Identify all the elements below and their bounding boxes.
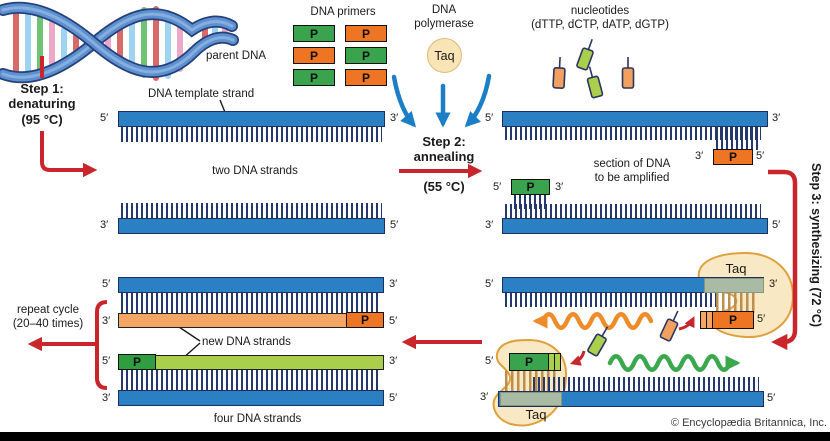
teeth-right-bottom (505, 204, 761, 218)
template-strand-right-top (502, 111, 768, 127)
strand-end-label: 5′ (772, 219, 781, 231)
repeat-cycle-bracket (27, 300, 108, 390)
strand-end-label: 3′ (389, 355, 398, 367)
step3-arrow (768, 169, 798, 351)
annealing-arrows (391, 73, 492, 128)
annealed-orange-primer: P (713, 149, 753, 165)
strand-end-label: 5′ (102, 355, 111, 367)
strand-end-label: 5′ (390, 219, 399, 231)
strand-end-label: 3′ (480, 391, 489, 403)
four-strands-orange-primer: P (346, 312, 384, 328)
four-dna-strands-label: four DNA strands (213, 413, 302, 425)
template-strand-right-bottom (502, 218, 768, 234)
taq-label-top: Taq (725, 261, 747, 276)
teeth-right-top (505, 127, 761, 140)
strand-end-label: 3′ (555, 181, 564, 193)
extending-green-primer: P (509, 353, 561, 371)
strand-end-label: 3′ (102, 392, 111, 404)
primer-box-2: P (345, 25, 387, 42)
strand-end-label: 5′ (100, 112, 109, 124)
strand-end-label: 3′ (102, 315, 111, 327)
primer-box-3: P (293, 47, 335, 64)
step3-label: Step 3: synthesizing (72 °C) (809, 163, 823, 328)
strand-end-label: 5′ (389, 392, 398, 404)
strand-end-label: 5′ (493, 181, 502, 193)
taq-label-bottom: Taq (525, 407, 547, 422)
dna-template-strand-label: DNA template strand (148, 88, 255, 100)
extending-orange-primer: P (700, 311, 754, 329)
orange-synthesis-wave-arrow (532, 312, 654, 330)
four-strands-2-new-orange (118, 313, 384, 328)
new-nucleotide-cell (701, 312, 707, 328)
template-strand-left-bottom (118, 218, 385, 234)
green-synthesis-wave-arrow (607, 354, 741, 372)
strand-end-label: 3′ (485, 219, 494, 231)
nucleotide-arrow-orange (678, 316, 695, 331)
teeth-left-top (121, 127, 382, 142)
taq-active-site-bottom (500, 392, 562, 406)
copyright-notice: © Encyclopædia Britannica, Inc. (670, 417, 827, 429)
strand-end-label: 5′ (485, 278, 494, 290)
annealed-green-primer: P (511, 179, 550, 195)
primer-box-4: P (345, 47, 387, 64)
four-strands-3-new-green (118, 355, 384, 370)
step2-temperature: (55 °C) (423, 179, 465, 194)
strand-end-label: 3′ (695, 150, 704, 162)
strand-end-label: 3′ (772, 112, 781, 124)
teeth-left-bottom (121, 203, 382, 218)
new-nucleotide-cell (707, 312, 713, 328)
teeth-pair-2 (121, 370, 381, 391)
teeth-right-top-primer (716, 127, 760, 150)
nucleotide-arrow-green (569, 350, 586, 366)
teeth-taq-top (716, 293, 756, 313)
nucleotides-label: nucleotides(dTTP, dCTP, dATP, dGTP) (531, 5, 669, 31)
teeth-synthesis-top (505, 293, 719, 307)
strand-end-label: 5′ (102, 278, 111, 290)
template-strand-left-top (118, 111, 385, 127)
step1-label: Step 1:denaturing(95 °C) (8, 81, 76, 127)
new-dna-strands-label: new DNA strands (202, 336, 291, 348)
primer-box-6: P (345, 69, 387, 86)
synthesis-strand-bottom (498, 391, 764, 407)
four-strands-4-blue (118, 390, 384, 406)
strand-end-label: 5′ (485, 355, 494, 367)
teeth-pair-1 (121, 293, 381, 313)
strand-end-label: 5′ (485, 112, 494, 124)
step1-arrow (40, 56, 98, 178)
strand-end-label: 5′ (756, 150, 765, 162)
bottom-black-bar (0, 432, 830, 441)
dna-primers-label: DNA primers (310, 6, 376, 18)
parent-dna-helix-illustration (0, 1, 239, 84)
four-strands-green-primer: P (118, 354, 156, 370)
strand-end-label: 3′ (100, 219, 109, 231)
strand-end-label: 3′ (390, 112, 399, 124)
new-nucleotide-cell (549, 354, 555, 370)
strand-end-label: 3′ (769, 278, 778, 290)
free-nucleotides (552, 38, 679, 357)
taq-polymerase-icon: Taq (427, 38, 462, 73)
primer-box-1: P (293, 25, 335, 42)
strand-end-label: 5′ (757, 313, 766, 325)
strand-end-label: 3′ (389, 278, 398, 290)
new-nucleotide-cell (555, 354, 560, 370)
primer-box-5: P (293, 69, 335, 86)
taq-active-site-top (704, 278, 764, 293)
parent-dna-label: parent DNA (206, 50, 267, 62)
repeat-cycle-label: repeat cycle(20–40 times) (12, 304, 84, 330)
four-strands-1-blue (118, 277, 384, 293)
strand-end-label: 5′ (767, 392, 776, 404)
strand-end-label: 5′ (389, 315, 398, 327)
two-dna-strands-label: two DNA strands (212, 165, 298, 177)
step2-label: Step 2:annealing (413, 134, 475, 165)
teeth-synthesis-bottom (533, 377, 759, 391)
